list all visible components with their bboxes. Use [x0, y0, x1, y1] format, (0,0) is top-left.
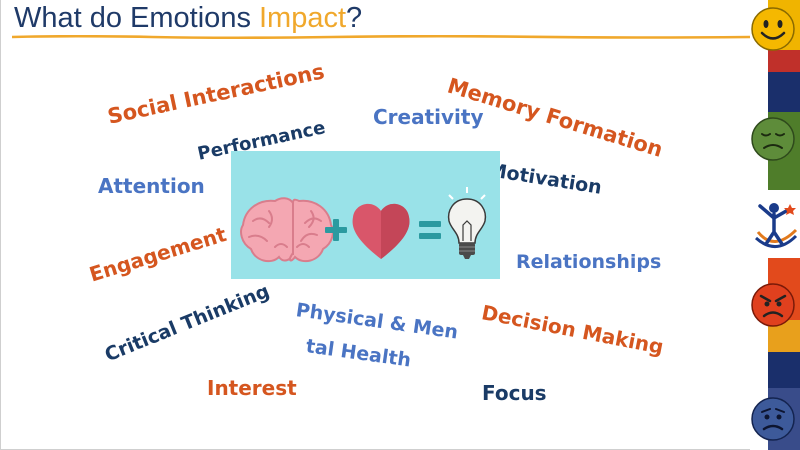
angry-face-icon: [750, 282, 796, 328]
slide-left-border: [0, 0, 1, 450]
word-attention: Attention: [98, 174, 205, 198]
equation-panel: [231, 151, 500, 279]
title-underline: [12, 35, 750, 39]
word-motivation: Motivation: [486, 159, 604, 199]
word-interest: Interest: [207, 376, 297, 400]
equals-icon: [419, 221, 441, 239]
word-physical-mental-line2: tal Health: [304, 335, 413, 372]
lightbulb-icon: [447, 187, 487, 259]
word-creativity: Creativity: [373, 105, 484, 129]
sad-face-icon: [750, 116, 796, 162]
happy-face-icon: [750, 6, 796, 52]
word-critical-thinking: Critical Thinking: [101, 280, 273, 367]
word-engagement: Engagement: [86, 222, 230, 287]
word-focus: Focus: [482, 381, 547, 405]
word-decision-making: Decision Making: [479, 300, 666, 360]
slide-title: What do Emotions Impact?: [14, 2, 362, 35]
person-logo-icon: [754, 203, 798, 248]
word-relationships: Relationships: [516, 251, 662, 273]
sidebar-stripe-navy: [768, 72, 800, 112]
worried-face-icon: [750, 396, 796, 442]
emotion-sidebar: [750, 0, 800, 450]
sidebar-stripe-red: [768, 50, 800, 72]
plus-icon: [325, 219, 347, 241]
title-accent: Impact: [259, 2, 347, 34]
title-lead: What do Emotions: [14, 2, 259, 34]
word-social-interactions: Social Interactions: [105, 59, 327, 129]
heart-icon: [352, 203, 410, 259]
title-tail: ?: [346, 2, 363, 34]
equation-graphic: [240, 187, 487, 263]
brain-icon: [240, 197, 334, 263]
sidebar-stripe-navy-2: [768, 352, 800, 388]
